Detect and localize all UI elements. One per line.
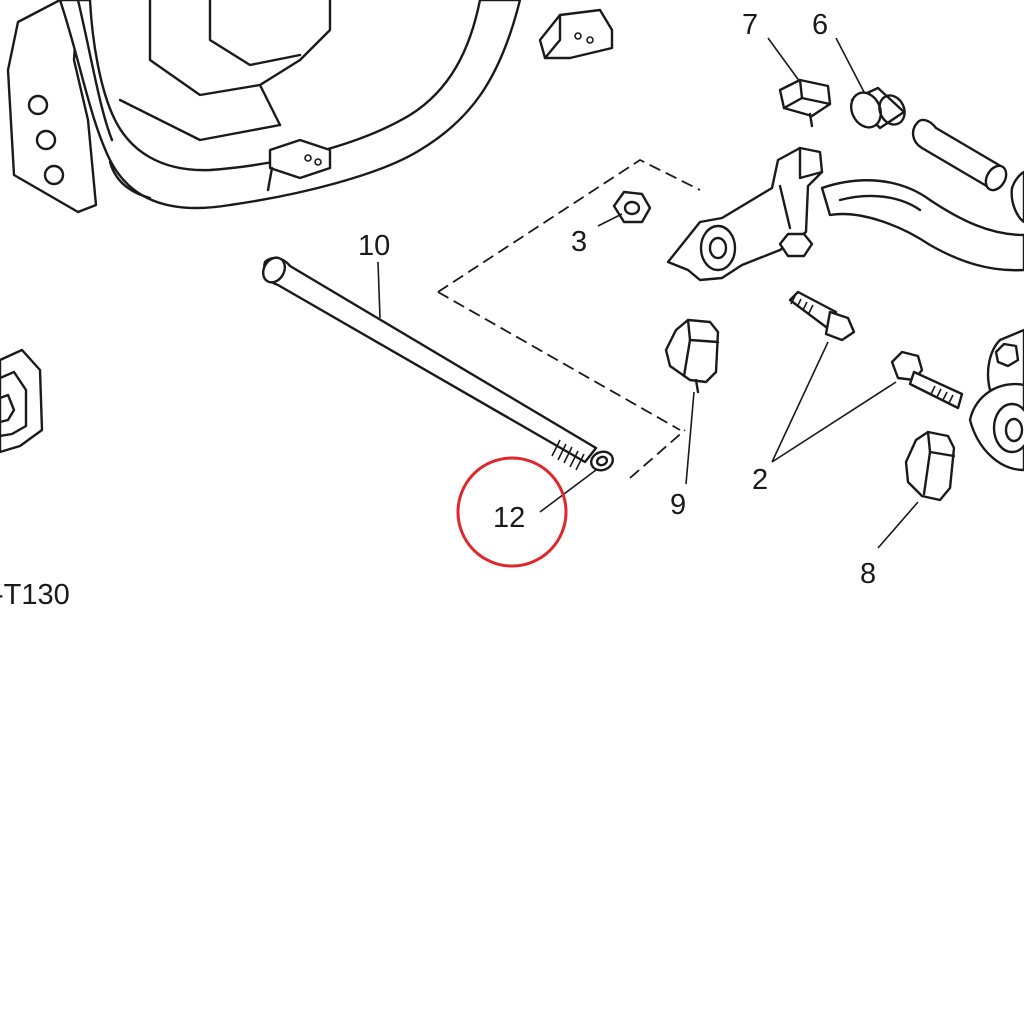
drawing-code: -T130 [0,579,70,611]
bracket-assembly [666,146,1024,472]
part-2-bolt-upper [788,290,856,342]
frame-assembly [6,0,614,214]
part-10-shaft [261,256,598,471]
callout-8: 8 [860,558,876,590]
part-2-bolt-lower [890,350,964,410]
part-3-nut [612,190,652,224]
leader-lines [377,37,919,549]
callout-3: 3 [571,226,587,258]
part-9-stopper [664,318,720,394]
callout-7: 7 [742,9,758,41]
part-8-stopper [904,430,956,502]
callout-12: 12 [493,502,525,534]
callout-9: 9 [670,489,686,521]
part-7-block [778,78,832,128]
assembly-dashed-outline [437,158,701,479]
callout-10: 10 [358,230,390,262]
part-12-washer [590,450,614,472]
side-cover-fragment [0,348,44,454]
callout-6: 6 [812,9,828,41]
part-6-bushing [850,86,906,130]
callout-2: 2 [752,464,768,496]
highlight-circle [456,456,568,568]
sleeve-tube [911,118,1024,224]
